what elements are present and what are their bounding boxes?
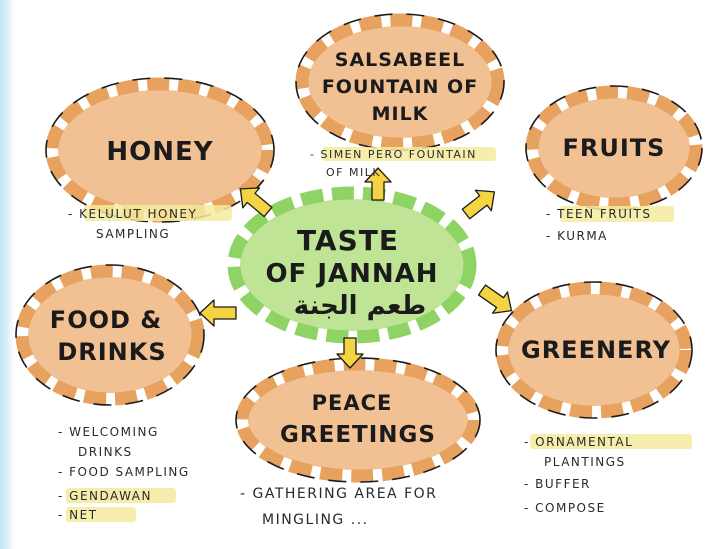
node-center — [227, 186, 477, 344]
node-peace-greetings-fill — [248, 370, 468, 470]
highlight-net — [66, 507, 136, 522]
node-salsabeel-label-1: SALSABEEL — [335, 49, 465, 71]
node-greenery-outline — [495, 281, 693, 419]
note-honey-1: - KELULUT HONEY — [68, 207, 197, 221]
node-fruits-fill — [538, 98, 690, 198]
node-salsabeel-label-3: MILK — [372, 103, 429, 125]
arrow-to-fruits — [461, 189, 496, 220]
note-food-3: - FOOD SAMPLING — [58, 465, 190, 479]
arrow-to-honey — [239, 187, 273, 218]
node-honey-label: HONEY — [106, 137, 213, 167]
note-greenery-2: PLANTINGS — [544, 455, 626, 469]
node-food-drinks — [15, 264, 205, 406]
note-fruits-1: - TEEN FRUITS — [546, 207, 651, 221]
node-greenery-fill — [508, 294, 680, 406]
node-greenery-border — [495, 281, 693, 419]
node-food-drinks-label-2: DRINKS — [57, 338, 166, 366]
note-greenery-1: - ORNAMENTAL — [524, 435, 633, 449]
node-peace-greetings — [235, 357, 481, 483]
node-fruits-outline — [525, 85, 703, 211]
center-title-line2: OF JANNAH — [265, 259, 438, 289]
note-food-5: - NET — [58, 508, 98, 522]
note-greenery-4: - COMPOSE — [524, 501, 606, 515]
note-salsabeel-2: OF MILK — [326, 166, 381, 179]
node-peace-label-1: PEACE — [312, 391, 393, 415]
note-peace-2: MINGLING ... — [262, 512, 369, 528]
node-center-border — [227, 186, 477, 344]
arrow-to-greenery — [477, 284, 513, 314]
left-edge-strip — [0, 0, 14, 549]
note-peace-1: - GATHERING AREA FOR — [240, 486, 437, 502]
node-fruits — [525, 85, 703, 211]
node-peace-label-2: GREETINGS — [280, 422, 436, 448]
note-food-4: - GENDAWAN — [58, 489, 152, 503]
note-salsabeel-1: - SIMEN PERO FOUNTAIN — [310, 148, 477, 161]
node-food-drinks-outline — [15, 264, 205, 406]
node-salsabeel-fill — [308, 26, 492, 138]
node-fruits-border — [525, 85, 703, 211]
node-honey-outline — [45, 77, 275, 223]
highlight-gendawan — [66, 488, 176, 503]
highlight-ornamental — [530, 434, 692, 449]
note-fruits-2: - KURMA — [546, 229, 608, 243]
node-fruits-label: FRUITS — [563, 134, 666, 162]
node-center-fill — [240, 199, 464, 331]
node-food-drinks-label-1: FOOD & — [50, 306, 162, 334]
note-honey-2: SAMPLING — [96, 227, 170, 241]
node-greenery — [495, 281, 693, 419]
note-food-2: DRINKS — [78, 445, 133, 459]
node-salsabeel-border — [295, 13, 505, 151]
node-salsabeel-label-2: FOUNTAIN OF — [322, 76, 478, 98]
arrow-to-food-drinks — [199, 299, 237, 327]
arrow-to-peace-greetings — [336, 337, 364, 369]
highlight-fruits-note — [560, 206, 674, 222]
node-peace-greetings-outline — [235, 357, 481, 483]
center-title-arabic: طعم الجنة — [294, 291, 426, 321]
node-greenery-label: GREENERY — [521, 336, 671, 364]
note-food-1: - WELCOMING — [58, 425, 159, 439]
arrow-to-salsabeel — [364, 167, 392, 201]
note-greenery-3: - BUFFER — [524, 477, 591, 491]
highlight-honey-note — [84, 205, 232, 221]
node-peace-greetings-border — [235, 357, 481, 483]
node-food-drinks-border — [15, 264, 205, 406]
highlight-salsabeel-note — [322, 147, 496, 161]
node-food-drinks-fill — [28, 277, 192, 393]
node-salsabeel — [295, 13, 505, 151]
node-honey-fill — [58, 90, 262, 210]
center-title-line1: TASTE — [297, 224, 399, 257]
